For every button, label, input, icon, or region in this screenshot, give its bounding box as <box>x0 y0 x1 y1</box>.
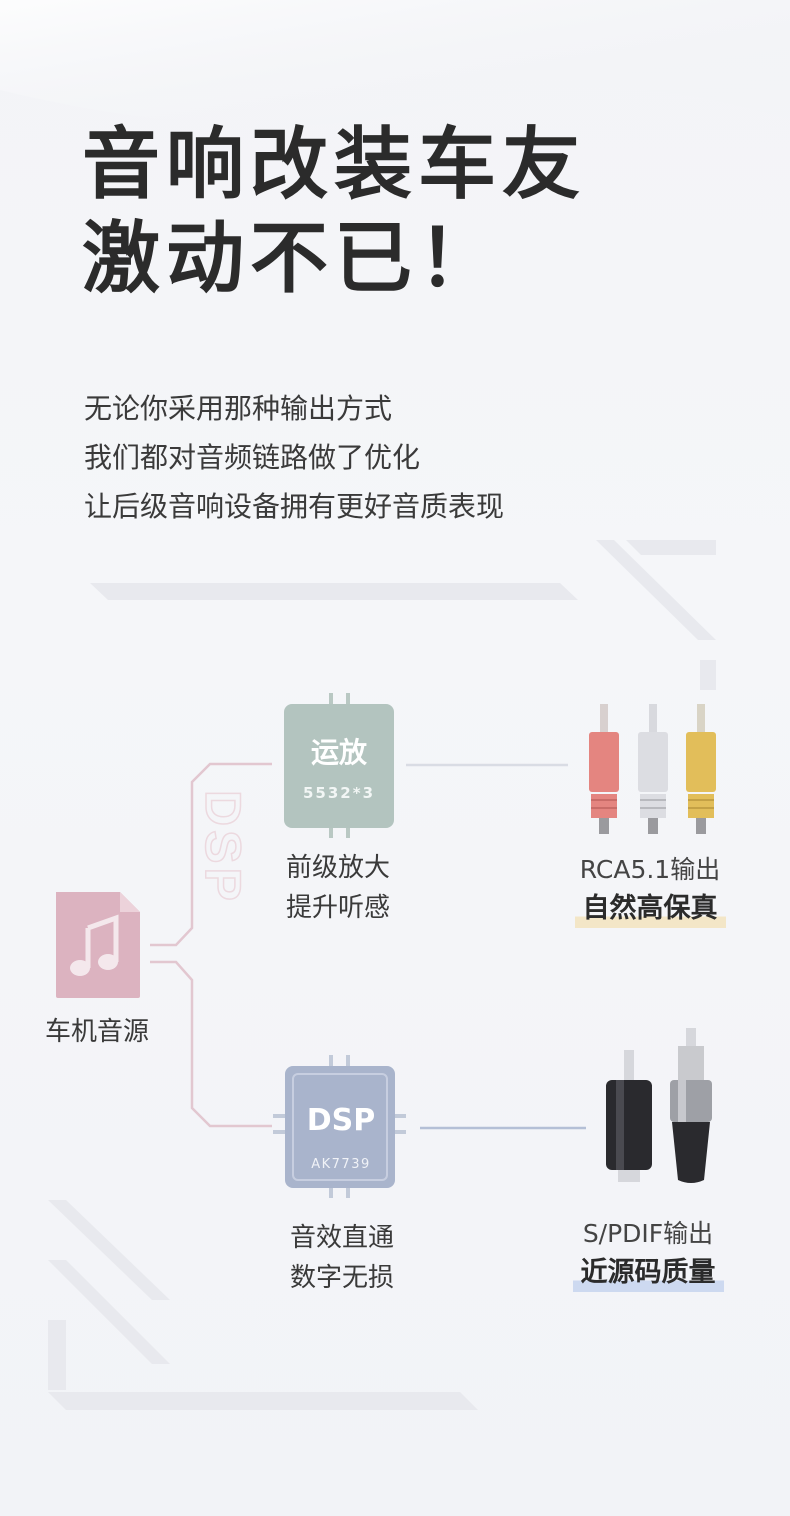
dsp-watermark: DSP <box>195 790 251 905</box>
opamp-chip-title: 运放 <box>311 736 368 769</box>
spdif-output-caption: S/PDIF输出 <box>582 1219 714 1248</box>
dsp-caption-line-2: 数字无损 <box>289 1263 394 1293</box>
dsp-chip: DSP AK7739 <box>273 1055 406 1198</box>
opamp-chip: 运放 5532*3 <box>284 693 394 838</box>
intro-line-2: 我们都对音频链路做了优化 <box>84 441 421 474</box>
intro-line-1: 无论你采用那种输出方式 <box>84 392 393 425</box>
opamp-caption-line-1: 前级放大 <box>285 853 390 883</box>
connection-lines-source <box>150 762 272 1128</box>
dsp-chip-title: DSP <box>307 1103 376 1138</box>
opamp-chip-model: 5532*3 <box>303 784 375 802</box>
headline-line-2: 激动不已！ <box>82 214 503 304</box>
intro-line-3: 让后级音响设备拥有更好音质表现 <box>84 490 505 523</box>
music-file-icon <box>56 892 140 998</box>
opamp-caption: 前级放大 提升听感 <box>268 848 408 928</box>
rca-output-label: RCA5.1输出 自然高保真 <box>560 850 740 928</box>
headline: 音响改装车友 激动不已！ <box>82 118 722 306</box>
source-label-text: 车机音源 <box>44 1017 149 1047</box>
dsp-chip-model: AK7739 <box>311 1157 371 1172</box>
spdif-output-label: S/PDIF输出 近源码质量 <box>556 1214 740 1292</box>
spdif-connectors-icon <box>606 1028 712 1183</box>
dsp-caption-line-1: 音效直通 <box>289 1223 394 1253</box>
rca-output-highlight: 自然高保真 <box>574 890 726 928</box>
dsp-caption: 音效直通 数字无损 <box>272 1218 412 1298</box>
headline-line-1: 音响改装车友 <box>82 120 587 210</box>
intro-text: 无论你采用那种输出方式 我们都对音频链路做了优化 让后级音响设备拥有更好音质表现 <box>84 384 684 531</box>
source-label: 车机音源 <box>38 1012 156 1052</box>
rca-output-caption: RCA5.1输出 <box>579 855 721 884</box>
opamp-caption-line-2: 提升听感 <box>285 893 390 923</box>
spdif-output-highlight: 近源码质量 <box>572 1254 724 1292</box>
rca-connectors-icon <box>589 704 716 834</box>
